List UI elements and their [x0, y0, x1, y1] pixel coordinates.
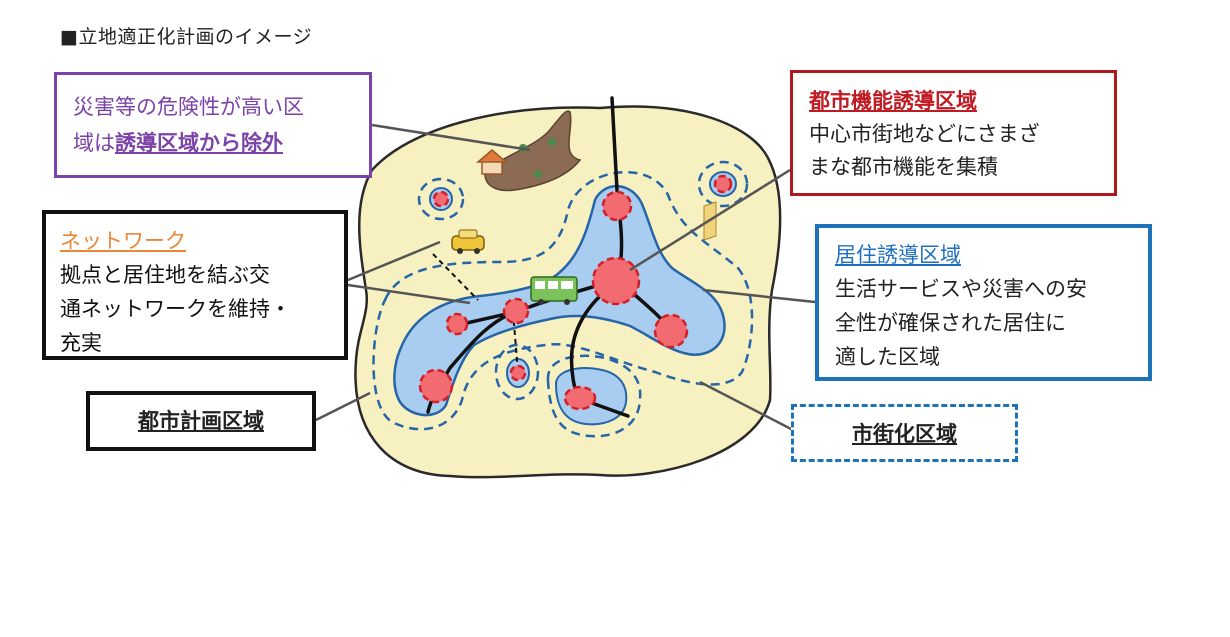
residence-line-2: 全性が確保された居住に	[835, 311, 1066, 335]
network-heading: ネットワーク	[60, 229, 186, 253]
urbanization-area-main	[372, 171, 754, 431]
center-southwest	[418, 368, 454, 404]
urban-function-induction-callout: 都市機能誘導区域 中心市街地などにさまざ まな都市機能を集積	[790, 70, 1117, 196]
residence-line-3: 適した区域	[835, 345, 940, 369]
urban-function-line-1: 中心市街地などにさまざ	[809, 122, 1040, 146]
leader-urbanization	[699, 380, 794, 432]
residence-induction-callout: 居住誘導区域 生活サービスや災害への安 全性が確保された居住に 適した区域	[815, 224, 1152, 381]
urban-function-heading: 都市機能誘導区域	[809, 89, 977, 113]
center-main	[591, 256, 641, 306]
center-west	[445, 312, 469, 336]
leader-residence	[702, 288, 816, 304]
leader-hazard	[371, 123, 531, 152]
hazard-line-2-prefix: 域は	[73, 131, 115, 155]
landslide-icon	[484, 110, 582, 192]
center-small-1	[432, 190, 450, 208]
residence-heading: 居住誘導区域	[835, 243, 961, 267]
center-mid	[502, 297, 530, 325]
taxi-icon	[451, 229, 485, 254]
leader-urban-func	[629, 168, 791, 272]
urbanization-area-text: 市街化区域	[852, 422, 957, 446]
urbanization-area-small-3	[494, 343, 540, 401]
city-planning-area-label: 都市計画区域	[86, 391, 316, 451]
center-small-2	[713, 174, 733, 194]
hazard-exclusion-callout: 災害等の危険性が高い区 域は誘導区域から除外	[54, 72, 372, 178]
network-callout: ネットワーク 拠点と居住地を結ぶ交 通ネットワークを維持・ 充実	[42, 210, 348, 360]
hazard-line-2: 域は誘導区域から除外	[73, 125, 355, 161]
hazard-line-1: 災害等の危険性が高い区	[73, 95, 304, 119]
network-line-3: 充実	[60, 331, 102, 355]
page-title: ■立地適正化計画のイメージ	[60, 26, 313, 48]
residence-line-1: 生活サービスや災害への安	[835, 277, 1087, 301]
center-east	[653, 313, 689, 349]
center-south	[563, 385, 597, 411]
center-north	[601, 190, 633, 222]
urbanization-area-south	[546, 354, 642, 438]
network-line-1: 拠点と居住地を結ぶ交	[60, 263, 270, 287]
urbanization-area-label: 市街化区域	[791, 404, 1018, 462]
urban-function-line-2: まな都市機能を集積	[809, 155, 998, 179]
bus-icon	[530, 276, 578, 305]
leader-network-1	[347, 240, 441, 282]
hazard-line-2-emphasis: 誘導区域から除外	[115, 131, 283, 155]
network-line-2: 通ネットワークを維持・	[60, 297, 291, 321]
network-line-dashed-nw	[432, 253, 479, 301]
leader-network-2	[347, 283, 471, 305]
leader-city-plan	[315, 391, 371, 422]
center-small-south	[509, 364, 527, 382]
house-icon	[475, 149, 509, 175]
city-planning-area-text: 都市計画区域	[138, 409, 264, 433]
urbanization-area-small-2	[697, 160, 749, 208]
urbanization-area-small-1	[417, 177, 465, 221]
